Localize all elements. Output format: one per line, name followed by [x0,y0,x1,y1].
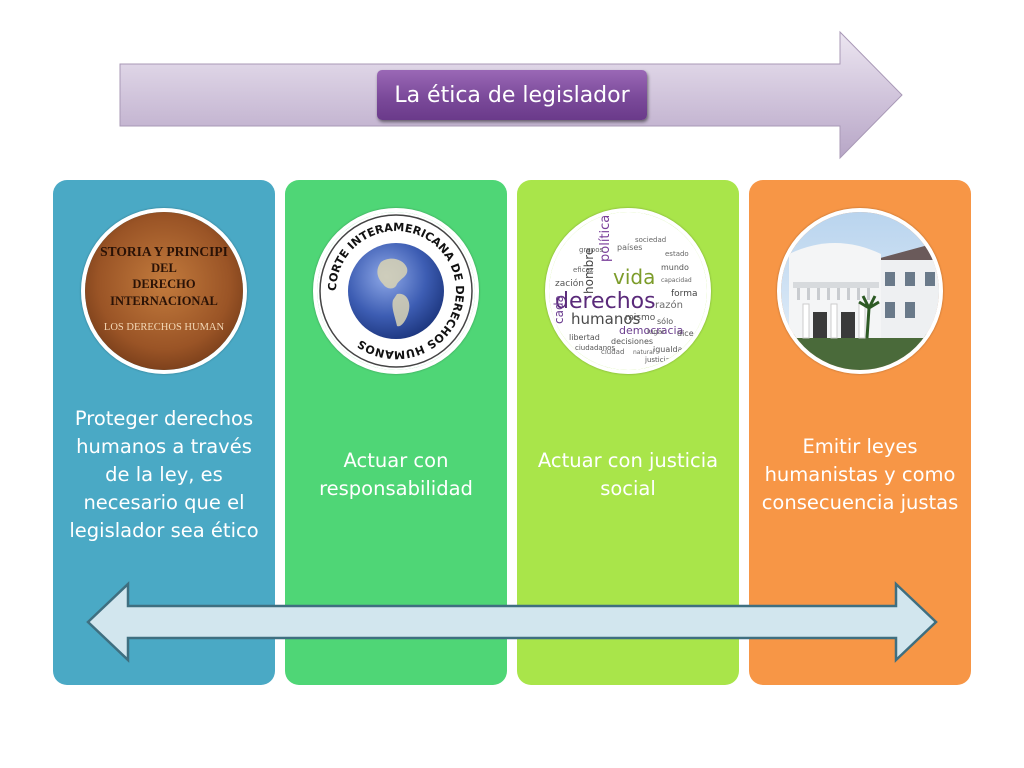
card-1-text: Proteger derechos humanos a través de la… [69,407,259,542]
cloud-word: ciudad [601,348,624,356]
building-photo [777,208,943,374]
cloud-word: mismo [625,313,656,323]
cloud-word: sólo [657,316,673,326]
cloud-word: mundo [661,263,689,272]
title-box: La ética de legislador [377,70,647,120]
court-seal-image: CORTE INTERAMERICANA DE DERECHOS HUMANOS [313,208,479,374]
cloud-word: cada [552,295,566,324]
cloud-word: hombre [582,248,596,294]
card-justicia-social: derechos humanos vida política democraci… [517,180,739,685]
book-title-line-3: DERECHO [132,277,195,291]
card-2-text: Actuar con responsabilidad [319,449,473,500]
cloud-word: sociedad [635,236,666,244]
cloud-word: forma [671,289,698,299]
cloud-word: humanos [571,310,641,328]
card-derechos-humanos: STORIA Y PRINCIPI DEL DERECHO INTERNACIO… [53,180,275,685]
cloud-word: vida [613,265,655,289]
cloud-word: derechos [555,289,656,314]
card-4-text: Emitir leyes humanistas y como consecuen… [761,435,959,514]
cloud-word: igualdad [653,345,688,354]
cloud-word: libertad [569,333,600,342]
cloud-word: dice [677,329,694,338]
cloud-word: ciudadanos [575,344,615,352]
cloud-word: justicia [644,356,670,364]
title-text: La ética de legislador [394,82,630,108]
cloud-word: eficaz [573,266,594,274]
cloud-word: zación [555,278,584,289]
book-subtitle: LOS DERECHOS HUMAN [104,322,225,333]
cloud-word: razón [655,299,683,311]
book-cover-image: STORIA Y PRINCIPI DEL DERECHO INTERNACIO… [81,208,247,374]
cloud-word: democracia [619,324,683,337]
book-title-line-4: INTERNACIONAL [110,294,218,308]
cloud-word: grupos [579,246,603,254]
word-cloud-image: derechos humanos vida política democraci… [545,208,711,374]
book-title-line-2: DEL [151,261,177,275]
cloud-word: decisiones [611,337,653,346]
book-title-line-1: STORIA Y PRINCIPI [100,244,228,259]
card-leyes-humanistas: Emitir leyes humanistas y como consecuen… [749,180,971,685]
card-responsabilidad: CORTE INTERAMERICANA DE DERECHOS HUMANOS… [285,180,507,685]
cloud-word: estado [665,250,689,258]
cloud-word: países [617,243,642,252]
cloud-word: política [598,215,613,262]
cloud-word: lugar [647,328,665,336]
cloud-word: natural [633,349,655,356]
card-3-text: Actuar con justicia social [537,449,719,500]
cloud-word: capacidad [661,277,692,284]
